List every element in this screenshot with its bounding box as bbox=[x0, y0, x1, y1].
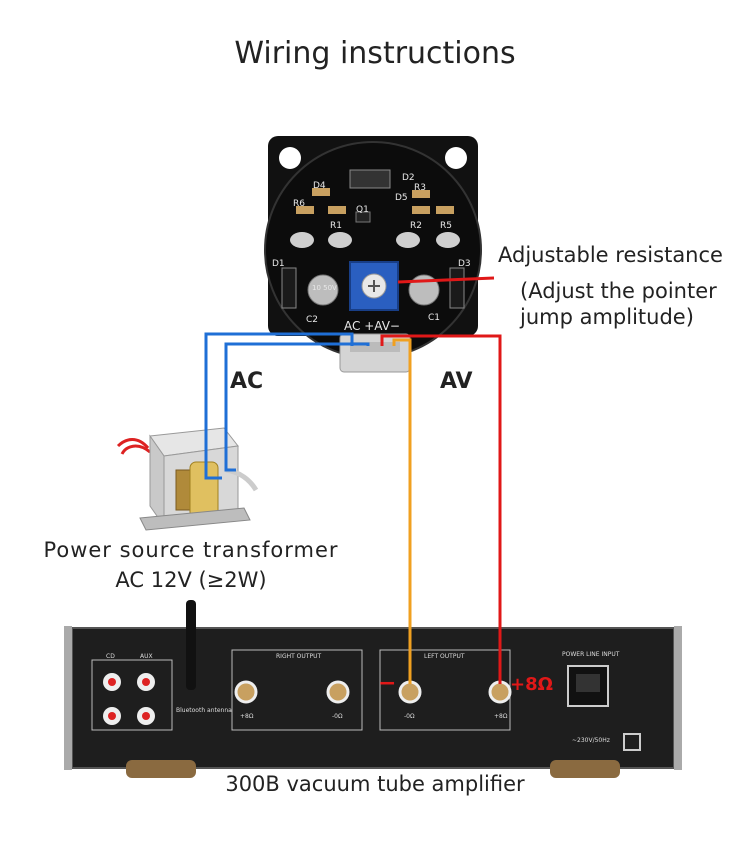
adjust-note-line-1: (Adjust the pointer bbox=[520, 279, 717, 303]
panel-aux-label: AUX bbox=[140, 653, 153, 660]
adjustable-resistance-label: Adjustable resistance bbox=[498, 243, 723, 267]
plus-8-ohm-label: +8Ω bbox=[510, 674, 553, 695]
pcb-label-c1: C1 bbox=[428, 313, 440, 323]
ac-label: AC bbox=[230, 369, 264, 394]
av-plus-wire bbox=[380, 334, 502, 684]
minus-terminal-label: − bbox=[378, 671, 396, 696]
pcb-connector-label: AC +AV− bbox=[344, 319, 400, 333]
vu-meter-pcb bbox=[264, 136, 482, 373]
diagram-title: Wiring instructions bbox=[234, 36, 516, 71]
pcb-label-d1: D1 bbox=[272, 259, 285, 269]
pcb-label-r2: R2 bbox=[410, 221, 422, 231]
pcb-label-d4: D4 bbox=[313, 181, 326, 191]
amplifier-image bbox=[64, 600, 682, 778]
panel-voltage-label: ~230V/50Hz bbox=[572, 737, 610, 744]
pcb-cap-label: 10 50V bbox=[312, 284, 337, 292]
panel-terminal-label: +8Ω bbox=[240, 713, 254, 720]
pcb-label-d3: D3 bbox=[458, 259, 471, 269]
panel-bluetooth-label: Bluetooth antenna bbox=[176, 707, 232, 714]
ac-wire bbox=[224, 342, 370, 472]
pcb-label-r5: R5 bbox=[440, 221, 452, 231]
pcb-label-d5: D5 bbox=[395, 193, 408, 203]
panel-terminal-label: -0Ω bbox=[404, 713, 415, 720]
pcb-label-r3: R3 bbox=[414, 183, 426, 193]
panel-left-output-label: LEFT OUTPUT bbox=[424, 653, 465, 660]
pcb-label-d2: D2 bbox=[402, 173, 415, 183]
pcb-label-r6: R6 bbox=[293, 199, 305, 209]
panel-right-output-label: RIGHT OUTPUT bbox=[276, 653, 321, 660]
transformer-label: Power source transformer bbox=[43, 538, 339, 562]
av-minus-wire bbox=[392, 338, 412, 684]
pcb-label-r1: R1 bbox=[330, 221, 342, 231]
panel-power-input-label: POWER LINE INPUT bbox=[562, 651, 620, 658]
panel-terminal-label: -0Ω bbox=[332, 713, 343, 720]
adjust-note-line-2: jump amplitude) bbox=[520, 305, 694, 329]
panel-cd-label: CD bbox=[106, 653, 115, 660]
amplifier-label: 300B vacuum tube amplifier bbox=[225, 772, 525, 796]
adjustable-resistance-pointer bbox=[397, 276, 495, 284]
pcb-label-c2: C2 bbox=[306, 315, 318, 325]
pcb-label-q1: Q1 bbox=[356, 205, 369, 215]
transformer-spec-label: AC 12V (≥2W) bbox=[115, 568, 267, 592]
ac-wire bbox=[204, 332, 354, 480]
av-label: AV bbox=[440, 369, 473, 394]
panel-terminal-label: +8Ω bbox=[494, 713, 508, 720]
transformer-image bbox=[116, 427, 259, 531]
